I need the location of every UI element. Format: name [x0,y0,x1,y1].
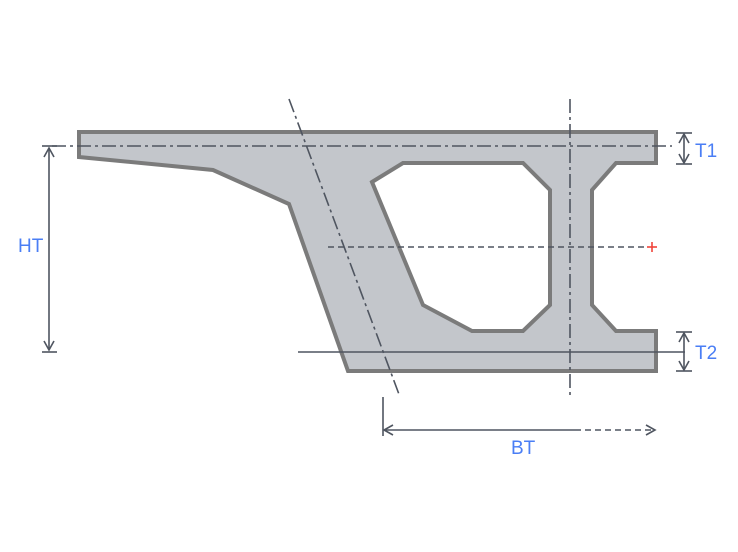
t2-label: T2 [695,343,717,364]
bt-label: BT [511,438,536,459]
ht-label: HT [18,236,44,257]
box-girder-section [77,130,658,373]
web-axis-line [288,98,401,398]
t1-label: T1 [695,141,717,162]
centroid-marker-icon [647,242,657,252]
